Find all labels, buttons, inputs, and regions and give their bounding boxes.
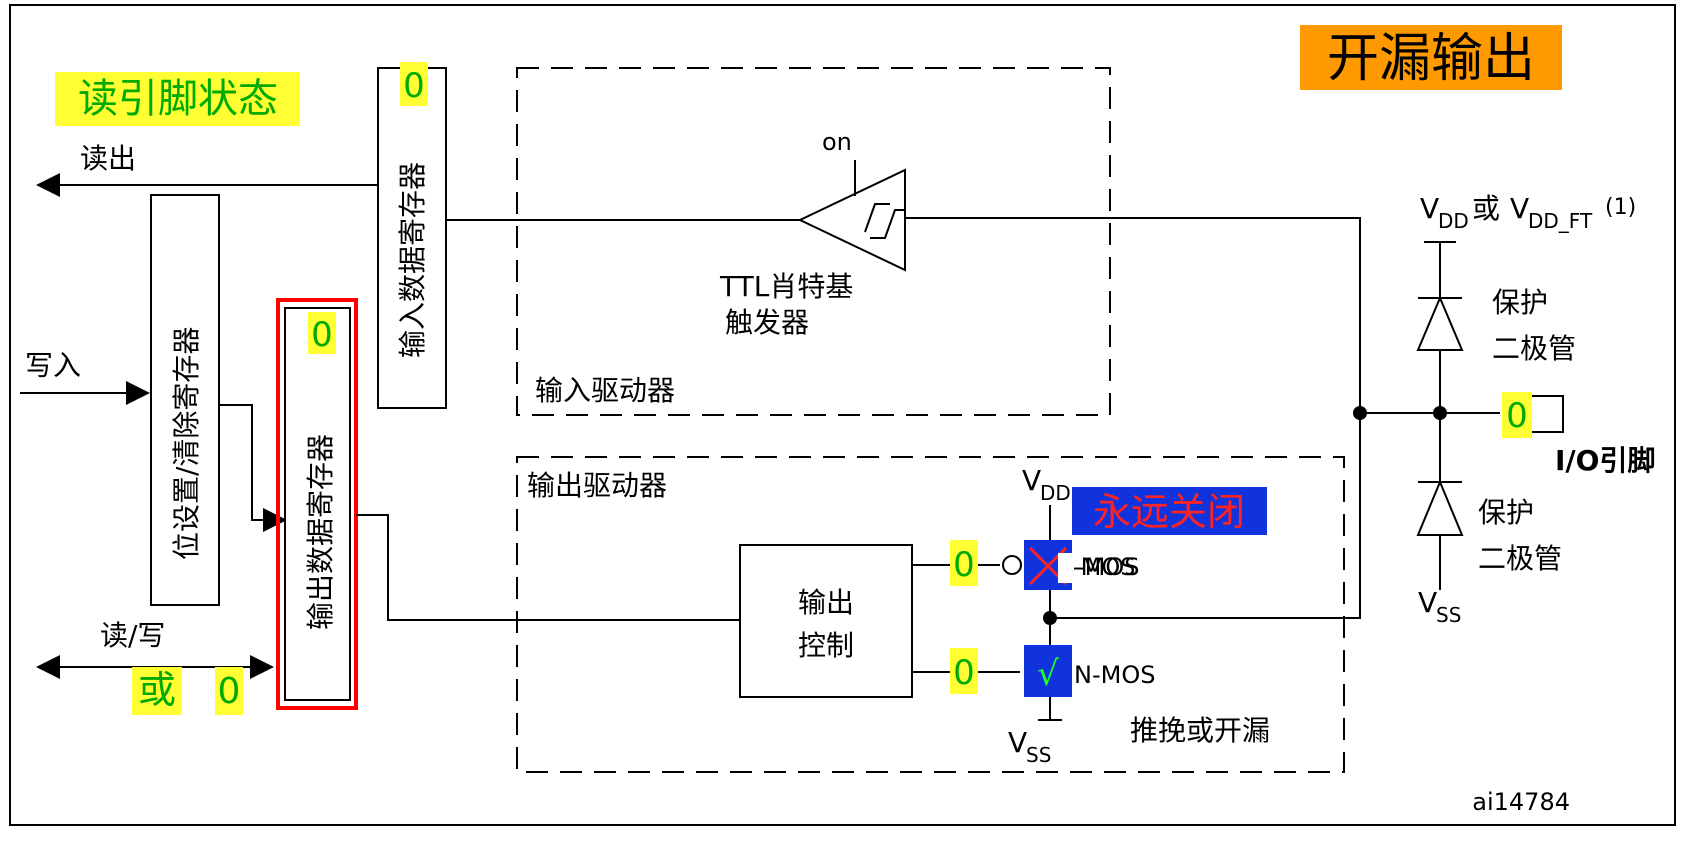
always-off-label: 永远关闭 — [1072, 487, 1267, 535]
svg-text:二极管: 二极管 — [1492, 332, 1576, 365]
svg-text:或: 或 — [138, 668, 176, 712]
check-icon: √ — [1037, 654, 1059, 694]
svg-text:二极管: 二极管 — [1478, 542, 1562, 575]
svg-text:0: 0 — [953, 545, 975, 585]
svg-text:输出数据寄存器: 输出数据寄存器 — [304, 434, 337, 630]
io-pin-label: I/O引脚 — [1555, 444, 1655, 477]
read-write-label: 读/写 — [100, 619, 165, 652]
svg-text:V: V — [1022, 464, 1041, 497]
vdd-top-label: V DD — [1022, 464, 1071, 505]
svg-text:DD: DD — [1040, 481, 1071, 505]
svg-text:输入数据寄存器: 输入数据寄存器 — [396, 162, 429, 358]
title-text: 开漏输出 — [1327, 29, 1535, 89]
figure-border — [9, 4, 1676, 826]
io-node-rail — [1433, 406, 1447, 420]
svg-text:读引脚状态: 读引脚状态 — [78, 76, 278, 122]
svg-text:(1): (1) — [1605, 195, 1636, 220]
svg-text:触发器: 触发器 — [725, 306, 809, 339]
svg-text:0: 0 — [953, 653, 975, 693]
nmos-gate-zero: 0 — [950, 648, 978, 694]
bit-set-clear-register: 位设置/清除寄存器 — [150, 194, 220, 606]
figure-id: ai14784 — [1472, 788, 1570, 816]
svg-text:控制: 控制 — [798, 629, 854, 662]
input-data-register: 输入数据寄存器 0 — [377, 62, 447, 409]
svg-text:0: 0 — [218, 671, 241, 712]
svg-text:位设置/清除寄存器: 位设置/清除寄存器 — [170, 327, 203, 560]
svg-text:永远关闭: 永远关闭 — [1093, 490, 1245, 534]
protection-diode-upper: 保护 二极管 — [1416, 286, 1576, 365]
io-pin: 0 I/O引脚 — [1502, 392, 1655, 477]
io-node-left — [1353, 406, 1367, 420]
protection-diode-lower: 保护 二极管 — [1416, 479, 1562, 575]
output-driver-label: 输出驱动器 — [527, 469, 667, 502]
write-in-label: 写入 — [25, 349, 81, 382]
vdd-ft-label: V DD 或 V DD_FT (1) — [1420, 192, 1636, 233]
svg-text:保护: 保护 — [1478, 496, 1534, 529]
on-label: on — [822, 128, 852, 156]
push-pull-open-drain-label: 推挽或开漏 — [1130, 714, 1270, 747]
ttl-schmitt-trigger: on TTL肖特基 触发器 — [719, 128, 906, 339]
svg-text:V: V — [1510, 192, 1529, 225]
output-data-register: 输出数据寄存器 0 — [276, 298, 358, 710]
svg-text:V: V — [1008, 726, 1027, 759]
svg-text:DD: DD — [1438, 209, 1469, 233]
output-data-register-zero: 0 — [311, 315, 333, 355]
svg-text:TTL肖特基: TTL肖特基 — [719, 270, 853, 303]
svg-text:0: 0 — [1506, 396, 1528, 436]
svg-text:输出: 输出 — [798, 586, 854, 619]
svg-text:V: V — [1418, 586, 1437, 619]
svg-text:V: V — [1420, 192, 1439, 225]
svg-text:DD_FT: DD_FT — [1528, 209, 1593, 233]
title-badge: 开漏输出 — [1300, 25, 1562, 90]
pmos-gate-zero: 0 — [950, 540, 978, 586]
svg-text:SS: SS — [1026, 743, 1051, 767]
nmos-label: N-MOS — [1074, 661, 1155, 689]
input-driver-box — [516, 67, 1111, 416]
svg-text:SS: SS — [1436, 603, 1461, 627]
input-driver-label: 输入驱动器 — [535, 374, 675, 407]
vss-bottom-label: V SS — [1008, 726, 1051, 767]
read-out-label: 读出 — [80, 142, 136, 175]
or-zero-label: 或 0 — [132, 667, 243, 715]
read-pin-state-label: 读引脚状态 — [55, 72, 300, 126]
output-driver-box — [516, 456, 1345, 773]
svg-text:保护: 保护 — [1492, 286, 1548, 319]
nmos-transistor: √ — [1024, 645, 1072, 721]
svg-text:或: 或 — [1472, 192, 1500, 225]
output-control-box: 输出 控制 — [739, 544, 913, 698]
vss-right-label: V SS — [1418, 586, 1461, 627]
input-data-register-zero: 0 — [403, 66, 425, 106]
